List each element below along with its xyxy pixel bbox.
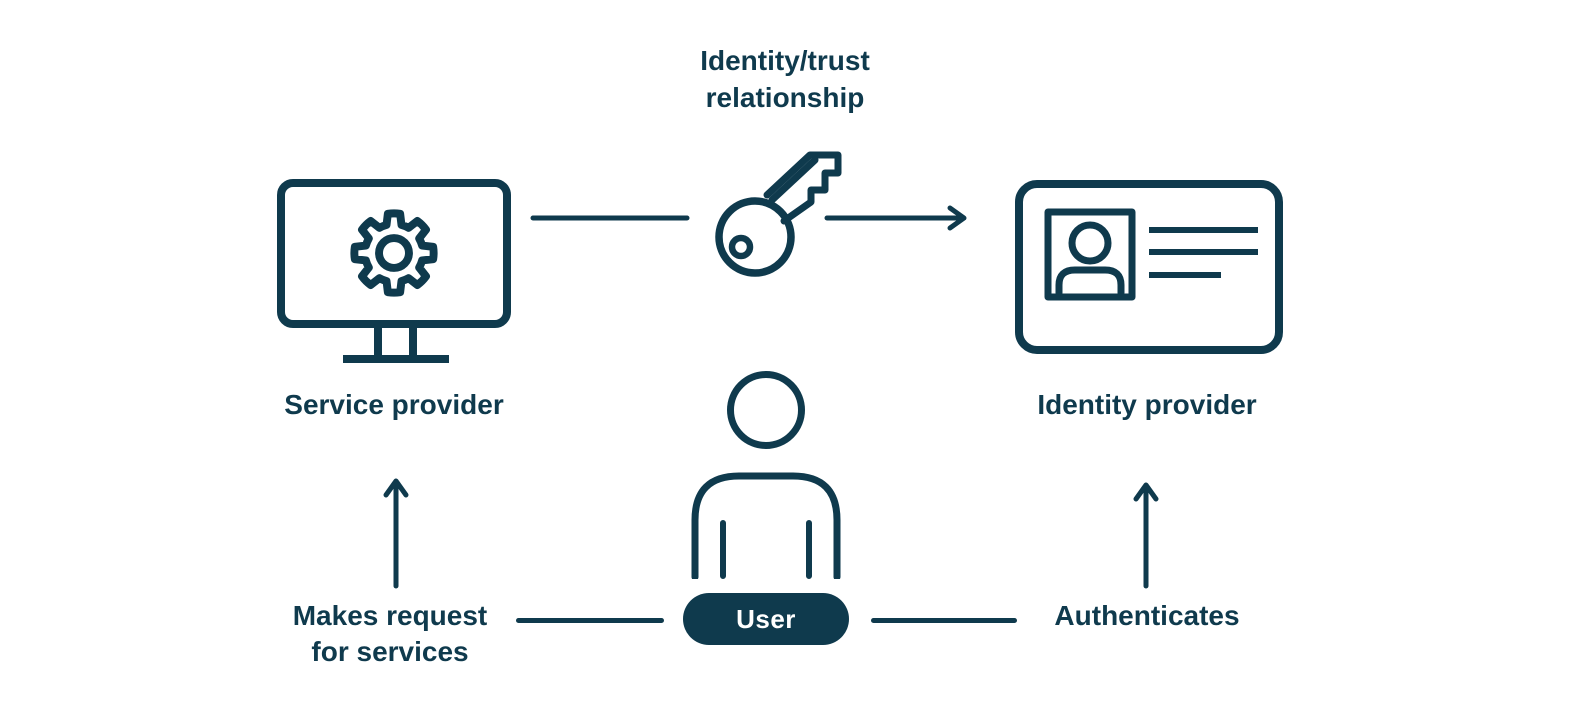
authenticate-arrow-up: [1133, 482, 1159, 589]
user-authenticate-connector: [871, 618, 1017, 623]
user-pill-label: User: [736, 603, 796, 634]
monitor-screen: [277, 179, 511, 328]
trust-arrow-right: [824, 205, 967, 231]
person-head: [727, 371, 805, 449]
makes-request-label: Makes request for services: [292, 600, 488, 667]
authenticates-label: Authenticates: [1054, 600, 1240, 631]
service-provider-label: Service provider: [284, 389, 504, 420]
person-icon: [1055, 221, 1125, 297]
trust-line-left: [530, 215, 690, 221]
user-pill: User: [683, 593, 849, 645]
id-card-outline: [1015, 180, 1283, 354]
person-icon: [691, 371, 841, 579]
id-text-lines: [1149, 227, 1258, 278]
person-torso: [691, 472, 841, 579]
id-card-icon: [1015, 180, 1283, 354]
identity-provider-label: Identity provider: [1037, 389, 1257, 420]
monitor-stand: [343, 322, 449, 363]
id-photo-frame: [1044, 208, 1136, 301]
gear-icon: [350, 209, 438, 297]
diagram-title: Identity/trust relationship: [700, 45, 870, 113]
request-arrow-up: [383, 478, 409, 589]
key-icon: [715, 151, 842, 277]
monitor-gear-icon: [277, 179, 511, 363]
user-request-connector: [516, 618, 664, 623]
person-arms: [720, 520, 812, 579]
